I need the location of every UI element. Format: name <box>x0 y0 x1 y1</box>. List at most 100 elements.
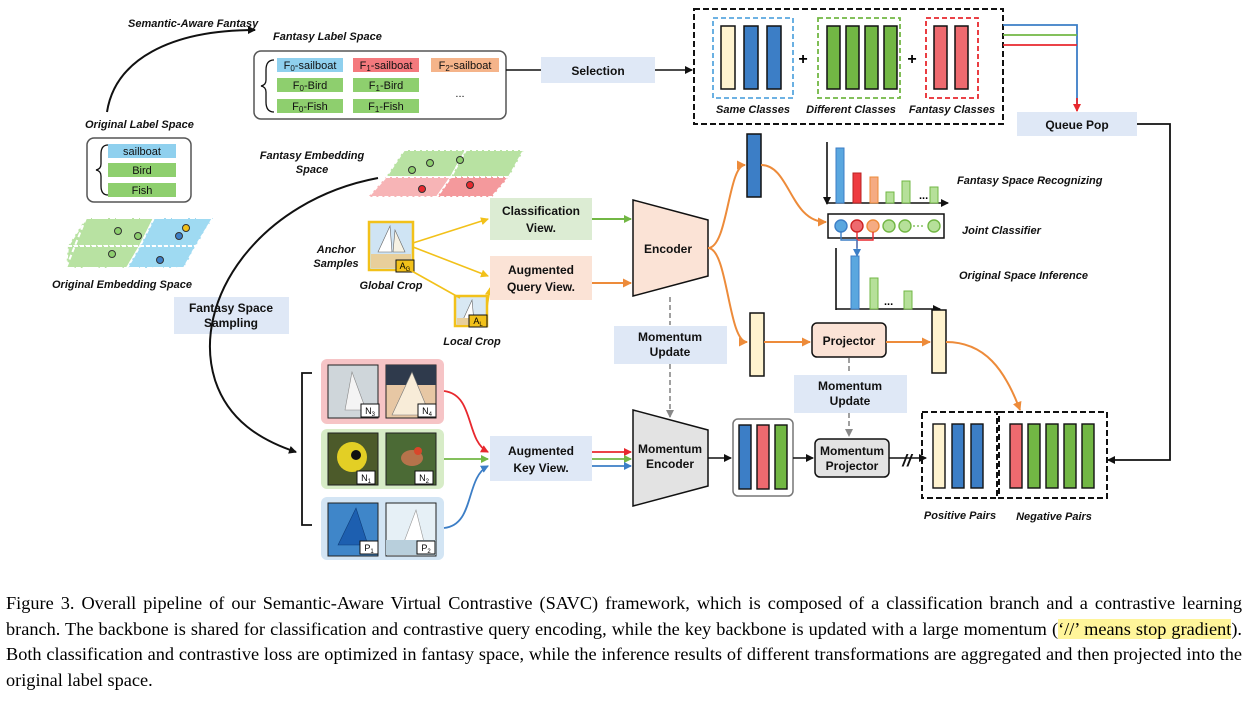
fantasy-space-sampling-label-2: Sampling <box>204 316 258 330</box>
original-label-sailboat: sailboat <box>123 146 161 158</box>
fantasy-label-f1-bird: F1-Bird <box>369 80 403 93</box>
contrastive-pairs <box>921 411 1108 499</box>
negative-tag-n1: N1 <box>361 473 372 485</box>
original-embedding-space-label: Original Embedding Space <box>52 279 192 291</box>
anchor-local-crop-image: AL <box>453 294 489 328</box>
query-feature <box>749 312 765 377</box>
plus-sign-2: + <box>907 51 916 68</box>
histogram-ellipsis-1: ... <box>919 190 928 202</box>
plus-sign-1: + <box>798 51 807 68</box>
projector-block <box>811 322 887 358</box>
encoder-to-query-feature-arrow <box>707 247 748 347</box>
original-label-box: sailboat Bird Fish <box>86 137 192 203</box>
original-label-bird: Bird <box>132 165 152 177</box>
positive-samples-blue: P1 P2 <box>321 497 444 560</box>
fantasy-label-f1-fish: F1-Fish <box>368 101 404 114</box>
query-to-pairs-arrow <box>945 341 1022 411</box>
fantasy-classes-label: Fantasy Classes <box>909 104 995 116</box>
fantasy-recognizing-histogram: ... <box>823 142 949 207</box>
joint-classifier <box>827 213 945 257</box>
augmented-query-view-label-2: Query View. <box>507 280 575 294</box>
caption-text-start: Figure 3. Overall pipeline of our Semant… <box>6 593 1242 639</box>
negative-samples-red: N3 N4 <box>321 359 444 424</box>
queue-pop-label: Queue Pop <box>1045 118 1108 132</box>
positive-tag-p2: P2 <box>421 543 431 555</box>
fantasy-label-f0-bird: F0-Bird <box>293 80 327 93</box>
local-crop-label: Local Crop <box>443 336 501 348</box>
positive-pairs-label: Positive Pairs <box>924 510 996 522</box>
original-label-fish: Fish <box>132 185 153 197</box>
semantic-aware-fantasy-label: Semantic-Aware Fantasy <box>128 18 259 30</box>
pipeline-diagram: Semantic-Aware Fantasy Fantasy Label Spa… <box>52 8 1171 560</box>
queue-lines <box>1003 24 1078 107</box>
momentum-encoder-label-2: Encoder <box>646 457 694 471</box>
encoder-label: Encoder <box>644 242 692 256</box>
augmented-query-view-label-1: Augmented <box>508 263 574 277</box>
cls-feature-to-classifier-arrow <box>760 164 827 227</box>
joint-classifier-label: Joint Classifier <box>962 225 1042 237</box>
fantasy-space-sampling-block <box>174 297 289 334</box>
momentum-update-projector-label-2: Update <box>830 394 871 408</box>
classification-view-label-2: View. <box>526 221 556 235</box>
global-crop-label: Global Crop <box>360 280 423 292</box>
fantasy-label-f1-sailboat: F1-sailboat <box>360 60 413 73</box>
anchor-samples-label-1: Anchor <box>316 244 356 256</box>
fantasy-label-more: ... <box>455 88 464 100</box>
key-features <box>732 418 794 497</box>
negative-tag-n4: N4 <box>422 406 433 418</box>
original-embedding-space <box>64 217 215 269</box>
negative-tag-n2: N2 <box>419 473 430 485</box>
original-label-space-label: Original Label Space <box>85 119 194 131</box>
sample-to-key-arrows <box>443 390 489 529</box>
fantasy-label-space-label: Fantasy Label Space <box>273 31 382 43</box>
negative-samples-green: N1 N2 <box>321 429 444 489</box>
fantasy-label-box: F0-sailboat F1-sailboat F2-sailboat F0-B… <box>253 50 507 120</box>
fantasy-embedding-space <box>365 149 526 198</box>
encoder-block <box>632 199 709 297</box>
momentum-update-projector-label-1: Momentum <box>818 379 882 393</box>
sample-group-bracket <box>301 372 312 526</box>
momentum-projector-label-2: Projector <box>826 459 879 473</box>
momentum-encoder-label-1: Momentum <box>638 442 702 456</box>
selection-label: Selection <box>571 64 624 78</box>
queue-pop-block <box>1017 112 1137 136</box>
projector-label: Projector <box>823 334 876 348</box>
augmented-key-view-label-2: Key View. <box>513 461 568 475</box>
encoder-to-cls-feature-arrow <box>707 160 746 249</box>
same-classes-label: Same Classes <box>716 104 790 116</box>
momentum-update-encoder-block <box>614 326 727 364</box>
fantasy-label-f0-sailboat: F0-sailboat <box>284 60 337 73</box>
negative-tag-n3: N3 <box>365 406 376 418</box>
fantasy-embedding-space-label-1: Fantasy Embedding <box>260 150 365 162</box>
fantasy-embedding-space-label-2: Space <box>296 164 328 176</box>
projected-query-feature <box>931 309 947 374</box>
anchor-global-crop-image: AG <box>367 220 415 273</box>
fantasy-label-f0-fish: F0-Fish <box>292 101 328 114</box>
original-space-inference-label: Original Space Inference <box>959 270 1088 282</box>
fantasy-space-recognizing-label: Fantasy Space Recognizing <box>957 175 1103 187</box>
selection-block <box>541 57 655 83</box>
momentum-update-projector-block <box>794 375 907 413</box>
augmented-key-view-block <box>490 436 592 481</box>
queue-pop-arrow-out <box>1107 123 1171 464</box>
momentum-projector-label-1: Momentum <box>820 444 884 458</box>
semantic-fantasy-arrow <box>106 26 256 113</box>
augmented-key-view-label-1: Augmented <box>508 444 574 458</box>
negative-pairs-label: Negative Pairs <box>1016 511 1092 523</box>
classification-feature <box>746 133 762 198</box>
stop-gradient-mark: // <box>901 451 914 470</box>
caption-text-end: ). Both classification and contrastive l… <box>6 618 1242 690</box>
figure-caption: Figure 3. Overall pipeline of our Semant… <box>6 591 1242 693</box>
momentum-update-encoder-label-2: Update <box>650 345 691 359</box>
histogram-ellipsis-2: ... <box>884 296 893 308</box>
original-inference-histogram: ... <box>835 248 941 313</box>
augmented-query-view-block <box>490 256 592 300</box>
anchor-arrows <box>409 217 493 308</box>
fantasy-label-f2-sailboat: F2-sailboat <box>439 60 492 73</box>
positive-tag-p1: P1 <box>364 543 374 555</box>
sampling-arrow <box>209 177 379 454</box>
anchor-local-tag: AL <box>473 316 483 328</box>
classification-view-label-1: Classification <box>502 204 580 218</box>
different-classes-label: Different Classes <box>806 104 896 116</box>
fantasy-space-sampling-label-1: Fantasy Space <box>189 301 273 315</box>
